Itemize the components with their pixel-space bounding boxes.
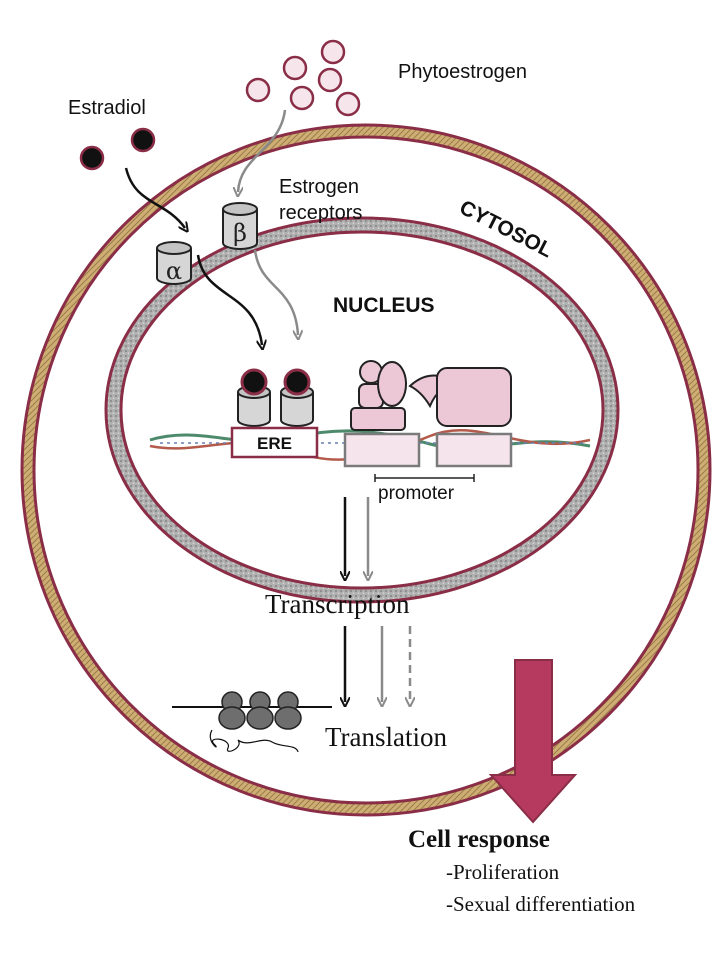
phyto-to-beta-arrow [238,109,287,192]
nucleus-label: NUCLEUS [333,294,435,317]
phytoestrogen-label: Phytoestrogen [398,61,527,83]
ere-element: ERE [230,426,319,459]
promoter-box-left [343,432,421,468]
transcription-complex [350,360,512,431]
estrogen-receptors-label-line1: Estrogen [279,176,359,198]
estradiol-ligands [79,127,156,171]
estradiol-label: Estradiol [68,97,146,119]
estrogen-receptors-label-line2: receptors [279,202,362,224]
promoter-box-right [435,432,513,468]
receptor-dimer-right [280,368,314,427]
cell-response-item-sexual-differentiation: -Sexual differentiation [446,892,636,916]
cell-response-arrow [488,659,578,824]
beta-to-nucleus-arrow [253,249,298,335]
promoter-label: promoter [378,483,455,504]
ribosomes-on-mrna [172,691,332,753]
cell-response-item-proliferation: -Proliferation [446,860,560,884]
promoter-bracket [374,474,475,482]
receptor-dimer-left [237,368,271,427]
transcription-label: Transcription [265,589,410,619]
alpha-to-nucleus-arrow [196,254,262,345]
phytoestrogen-ligands [245,39,361,117]
ere-label: ERE [257,434,292,453]
estradiol-to-alpha-arrow [124,167,185,228]
receptor-beta-label: β [233,219,247,247]
receptor-alpha: α [156,241,192,285]
receptor-alpha-label: α [166,257,182,285]
translation-label: Translation [325,722,448,752]
receptor-beta: β [222,202,258,250]
cell-response-title: Cell response [408,826,550,853]
